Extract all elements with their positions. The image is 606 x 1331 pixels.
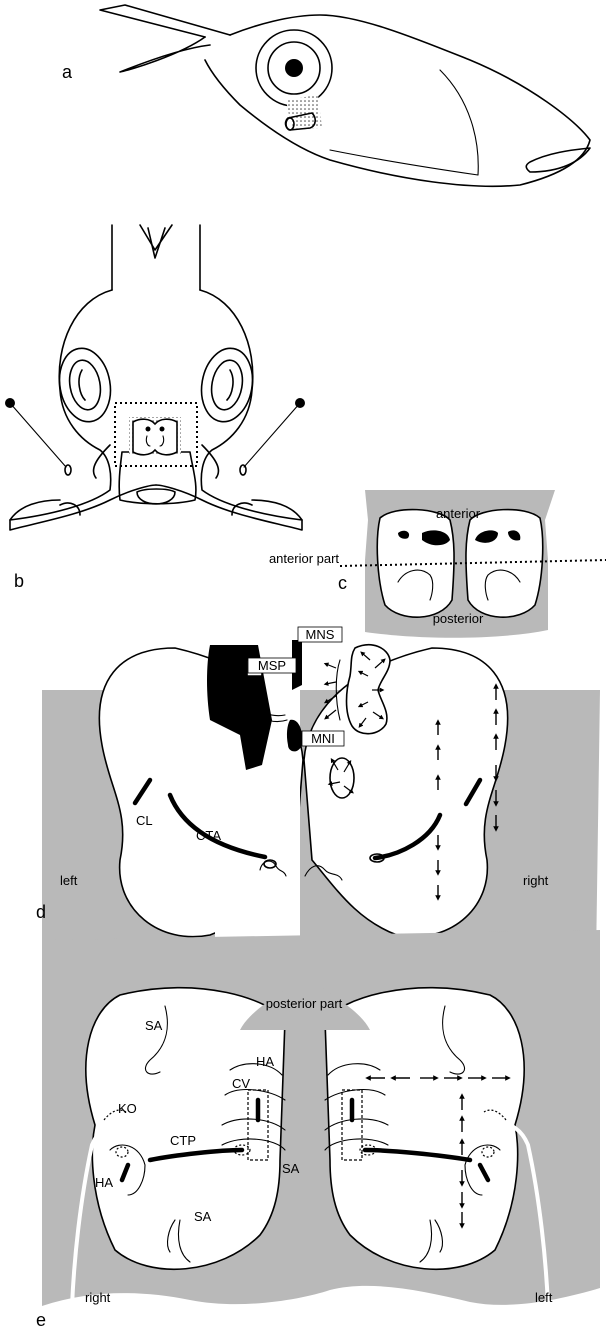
panel-d-title: anterior part: [269, 551, 339, 566]
panel-b-head: b: [5, 225, 305, 591]
panel-d-right-label: right: [523, 873, 549, 888]
label-cta: CTA: [196, 828, 221, 843]
panel-e-right-label: left: [535, 1290, 553, 1305]
label-ha-top: HA: [256, 1054, 274, 1069]
label-ha-bottom: HA: [95, 1175, 113, 1190]
panel-c-statocyst: anterior posterior c: [338, 490, 606, 638]
panel-c-anterior-label: anterior: [436, 506, 481, 521]
panel-letter-e: e: [36, 1310, 46, 1330]
panel-d-left-label: left: [60, 873, 78, 888]
label-ko: KO: [118, 1101, 137, 1116]
label-msp: MSP: [258, 658, 286, 673]
label-sa-bottom: SA: [194, 1209, 212, 1224]
label-ctp: CTP: [170, 1133, 196, 1148]
panel-letter-b: b: [14, 571, 24, 591]
squid-pupil: [285, 59, 303, 77]
label-cl: CL: [136, 813, 153, 828]
label-mns: MNS: [306, 627, 335, 642]
panel-e-title: posterior part: [266, 996, 343, 1011]
panel-e-posterior: posterior part SA HA CV KO CTP SA HA SA …: [36, 930, 600, 1331]
panel-c-posterior-label: posterior: [433, 611, 484, 626]
statocyst-region-marker: [286, 95, 322, 130]
label-mni: MNI: [311, 731, 335, 746]
panel-a-squid: a: [62, 5, 590, 186]
label-sa-right: SA: [282, 1161, 300, 1176]
label-sa-top: SA: [145, 1018, 163, 1033]
panel-letter-d: d: [36, 902, 46, 922]
panel-letter-c: c: [338, 573, 347, 593]
panel-e-left-label: right: [85, 1290, 111, 1305]
label-cv: CV: [232, 1076, 250, 1091]
panel-letter-a: a: [62, 62, 73, 82]
